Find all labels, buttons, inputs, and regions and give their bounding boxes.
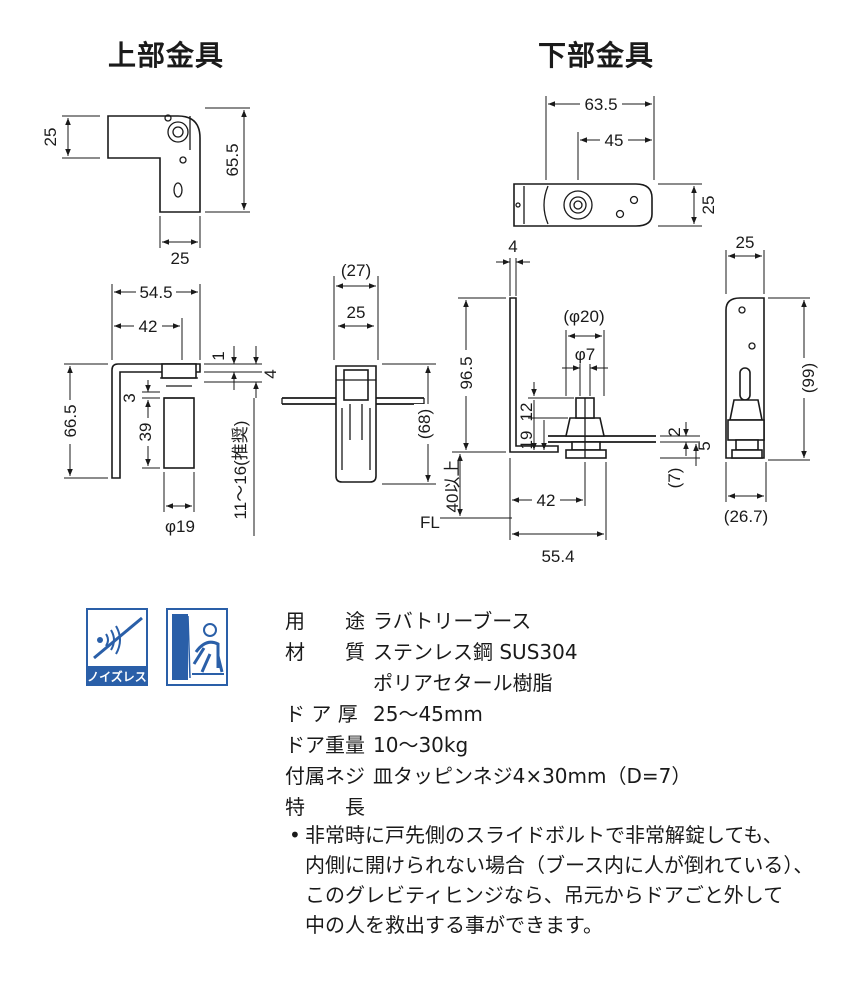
dim-lower-40-over: 40以上 xyxy=(443,460,462,513)
spec-key: 材 質 xyxy=(285,640,365,664)
spec-value: ポリアセタール樹脂 xyxy=(373,671,553,695)
dim-lower-4: 4 xyxy=(508,237,517,256)
spec-key: 特 長 xyxy=(285,795,365,819)
lower-fitting-heading: 下部金具 xyxy=(538,39,655,72)
lower-side-view: 4 (φ20) φ7 96.5 12 19 2 5 (7) xyxy=(420,237,714,566)
upper-front-view: (27) 25 (68) xyxy=(281,261,436,485)
dim-upper-width-25: 25 xyxy=(171,249,190,268)
spec-value: 25～45mm xyxy=(373,702,483,726)
feature-line: 内側に開けられない場合（ブース内に人が倒れている）、 xyxy=(305,853,814,877)
dim-upper-front-25: 25 xyxy=(347,303,366,322)
dim-lower-phi7: φ7 xyxy=(575,345,595,364)
spec-row-door-thickness: ド ア 厚 25～45mm xyxy=(285,699,691,730)
spec-value: ステンレス鋼 SUS304 xyxy=(373,640,578,664)
spec-row-features: 特 長 xyxy=(285,792,691,823)
dim-lower-12: 12 xyxy=(517,403,536,422)
lower-end-view: 25 (99) (26.7) xyxy=(724,233,818,526)
noiseless-badge: ノイズレス xyxy=(86,608,148,686)
spec-value: 皿タッピンネジ4×30mm（D=7） xyxy=(373,764,692,788)
dim-lower-55-4: 55.4 xyxy=(541,547,574,566)
dim-lower-42: 42 xyxy=(537,491,556,510)
dim-upper-42: 42 xyxy=(139,317,158,336)
upper-side-view: 54.5 42 66.5 3 39 φ19 1 4 xyxy=(60,282,280,536)
dim-upper-1: 1 xyxy=(209,351,228,360)
spec-key: 用 途 xyxy=(285,609,365,633)
person-icon xyxy=(203,623,217,637)
technical-drawing: 25 65.5 25 54.5 42 66.5 xyxy=(41,94,818,566)
dim-lower-end-99: (99) xyxy=(799,363,818,393)
feature-line: このグレビティヒンジなら、吊元からドアごと外して xyxy=(305,883,784,907)
dim-lower-7: (7) xyxy=(665,468,684,489)
dim-upper-54-5: 54.5 xyxy=(139,283,172,302)
spec-row-material: 材 質ステンレス鋼 SUS304 xyxy=(285,637,691,668)
dim-lower-phi20: (φ20) xyxy=(563,307,604,326)
dim-upper-3: 3 xyxy=(120,393,139,402)
noiseless-label: ノイズレス xyxy=(87,669,147,684)
spec-table: 用 途ラバトリーブース 材 質ステンレス鋼 SUS304 ポリアセタール樹脂 ド… xyxy=(285,606,691,823)
dim-upper-front-68: (68) xyxy=(415,409,434,439)
dim-upper-66-5: 66.5 xyxy=(61,404,80,437)
floor-line-label: FL xyxy=(420,513,440,532)
rescue-badge xyxy=(166,608,228,686)
feature-line: 非常時に戸先側のスライドボルトで非常解錠しても、 xyxy=(287,820,847,850)
spec-row-screws: 付属ネジ皿タッピンネジ4×30mm（D=7） xyxy=(285,761,691,792)
dim-lower-19: 19 xyxy=(517,431,536,450)
spec-row-material-2: ポリアセタール樹脂 xyxy=(285,668,691,699)
spec-value: ラバトリーブース xyxy=(373,609,532,633)
spec-row-use: 用 途ラバトリーブース xyxy=(285,606,691,637)
spec-key xyxy=(285,668,373,699)
dim-lower-5: 5 xyxy=(695,441,714,450)
dim-lower-end-25: 25 xyxy=(736,233,755,252)
dim-lower-top-25: 25 xyxy=(699,196,718,215)
upper-fitting-heading: 上部金具 xyxy=(108,39,225,72)
spec-value: 10～30kg xyxy=(373,733,469,757)
spec-row-door-weight: ドア重量 10～30kg xyxy=(285,730,691,761)
dim-lower-2: 2 xyxy=(665,427,684,436)
dim-lower-end-26-7: (26.7) xyxy=(724,507,768,526)
feature-text: 非常時に戸先側のスライドボルトで非常解錠しても、 内側に開けられない場合（ブース… xyxy=(287,820,847,940)
dim-upper-top-25: 25 xyxy=(41,128,60,147)
spec-key: ド ア 厚 xyxy=(285,702,358,726)
upper-top-view: 25 65.5 25 xyxy=(41,107,250,268)
dim-upper-front-27: (27) xyxy=(341,261,371,280)
feature-line: 中の人を救出する事ができます。 xyxy=(305,913,603,937)
dim-upper-range: 11～16(推奨) xyxy=(231,421,250,520)
lower-top-view: 63.5 45 25 xyxy=(513,94,718,227)
dim-upper-phi19: φ19 xyxy=(165,517,195,536)
dim-upper-39: 39 xyxy=(136,423,155,442)
spec-key: 付属ネジ xyxy=(285,764,365,788)
dim-lower-45: 45 xyxy=(605,131,624,150)
sound-icon xyxy=(97,637,103,643)
dim-upper-65-5: 65.5 xyxy=(223,143,242,176)
dim-lower-96-5: 96.5 xyxy=(457,356,476,389)
spec-key: ドア重量 xyxy=(285,733,365,757)
dim-upper-4: 4 xyxy=(261,369,280,378)
dim-lower-63-5: 63.5 xyxy=(584,95,617,114)
